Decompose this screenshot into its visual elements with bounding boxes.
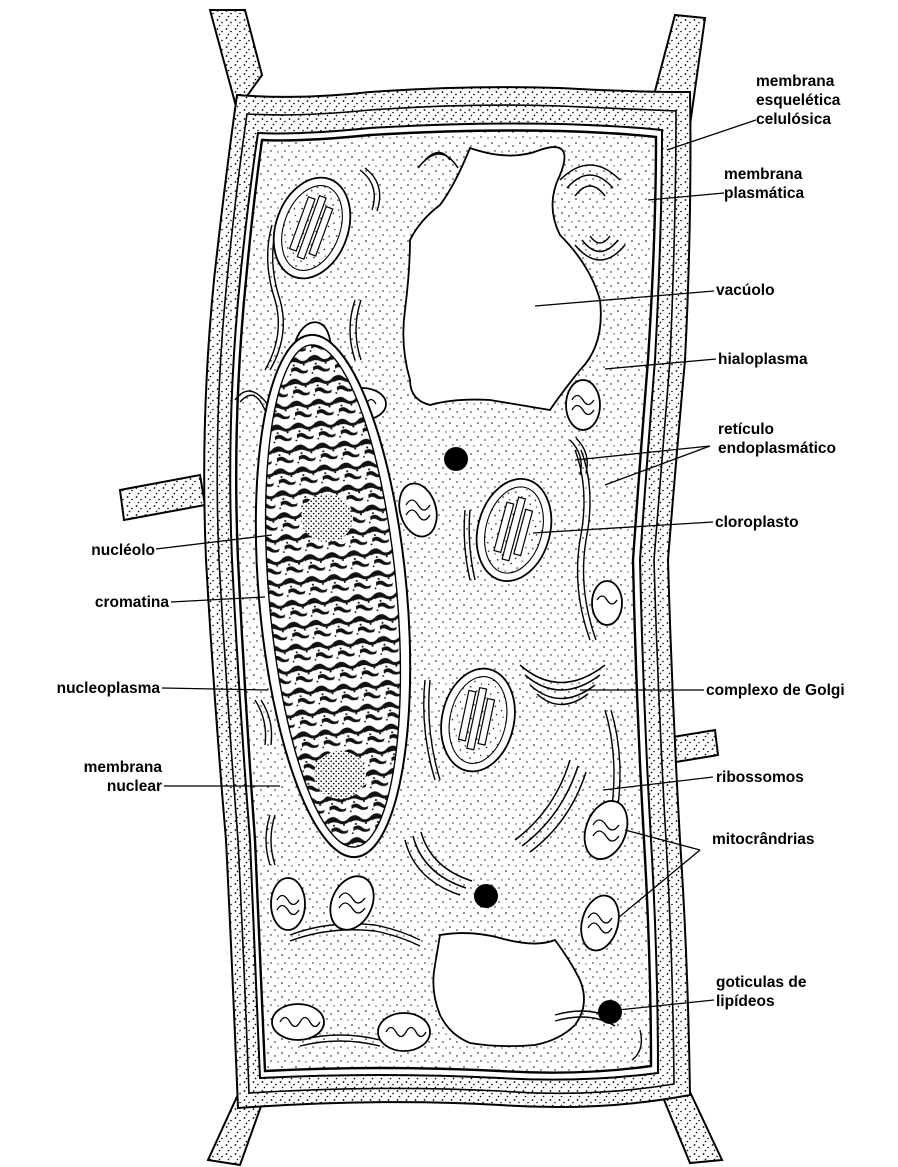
label-cromatina: cromatina — [95, 594, 169, 611]
mitochondrion — [271, 878, 305, 930]
mitochondrion — [272, 1004, 324, 1040]
label-membrana-plasmatica: membrana plasmática — [724, 166, 805, 202]
label-line: nuclear — [107, 778, 162, 795]
label-line: membrana — [756, 73, 835, 90]
label-vacuolo: vacúolo — [716, 282, 775, 299]
nucleolus — [301, 494, 353, 542]
label-line: membrana — [84, 759, 163, 776]
label-mitocondrias: mitocrândrias — [712, 831, 815, 848]
label-line: goticulas de — [716, 974, 807, 991]
label-complexo-golgi: complexo de Golgi — [706, 682, 845, 699]
label-line: endoplasmático — [718, 440, 836, 457]
label-goticulas-lipideos: goticulas de lipídeos — [716, 974, 807, 1010]
label-line: cromatina — [95, 594, 169, 611]
label-line: membrana — [724, 166, 803, 183]
label-parede-celular: membrana esquelética celulósica — [756, 73, 841, 128]
label-ribossomos: ribossomos — [716, 769, 804, 786]
label-nucleolo: nucléolo — [91, 542, 155, 559]
label-line: retículo — [718, 421, 774, 438]
label-line: nucleoplasma — [57, 680, 161, 697]
mitochondrion — [566, 380, 600, 430]
label-membrana-nuclear: membrana nuclear — [84, 759, 163, 795]
label-line: lipídeos — [716, 993, 775, 1010]
label-line: ribossomos — [716, 769, 804, 786]
label-line: mitocrândrias — [712, 831, 815, 848]
label-line: vacúolo — [716, 282, 775, 299]
nucleolus — [314, 751, 366, 799]
label-hialoplasma: hialoplasma — [718, 351, 808, 368]
label-line: esquelética — [756, 92, 841, 109]
label-cloroplasto: cloroplasto — [715, 514, 799, 531]
label-line: celulósica — [756, 111, 831, 128]
mitochondrion — [592, 581, 622, 625]
label-nucleoplasma: nucleoplasma — [57, 680, 161, 697]
label-line: cloroplasto — [715, 514, 799, 531]
label-line: hialoplasma — [718, 351, 808, 368]
label-line: plasmática — [724, 185, 805, 202]
label-reticulo-endoplasmatico: retículo endoplasmático — [718, 421, 836, 457]
label-line: complexo de Golgi — [706, 682, 845, 699]
mitochondrion — [378, 1013, 430, 1051]
vacuole-lower — [433, 933, 584, 1046]
label-line: nucléolo — [91, 542, 155, 559]
